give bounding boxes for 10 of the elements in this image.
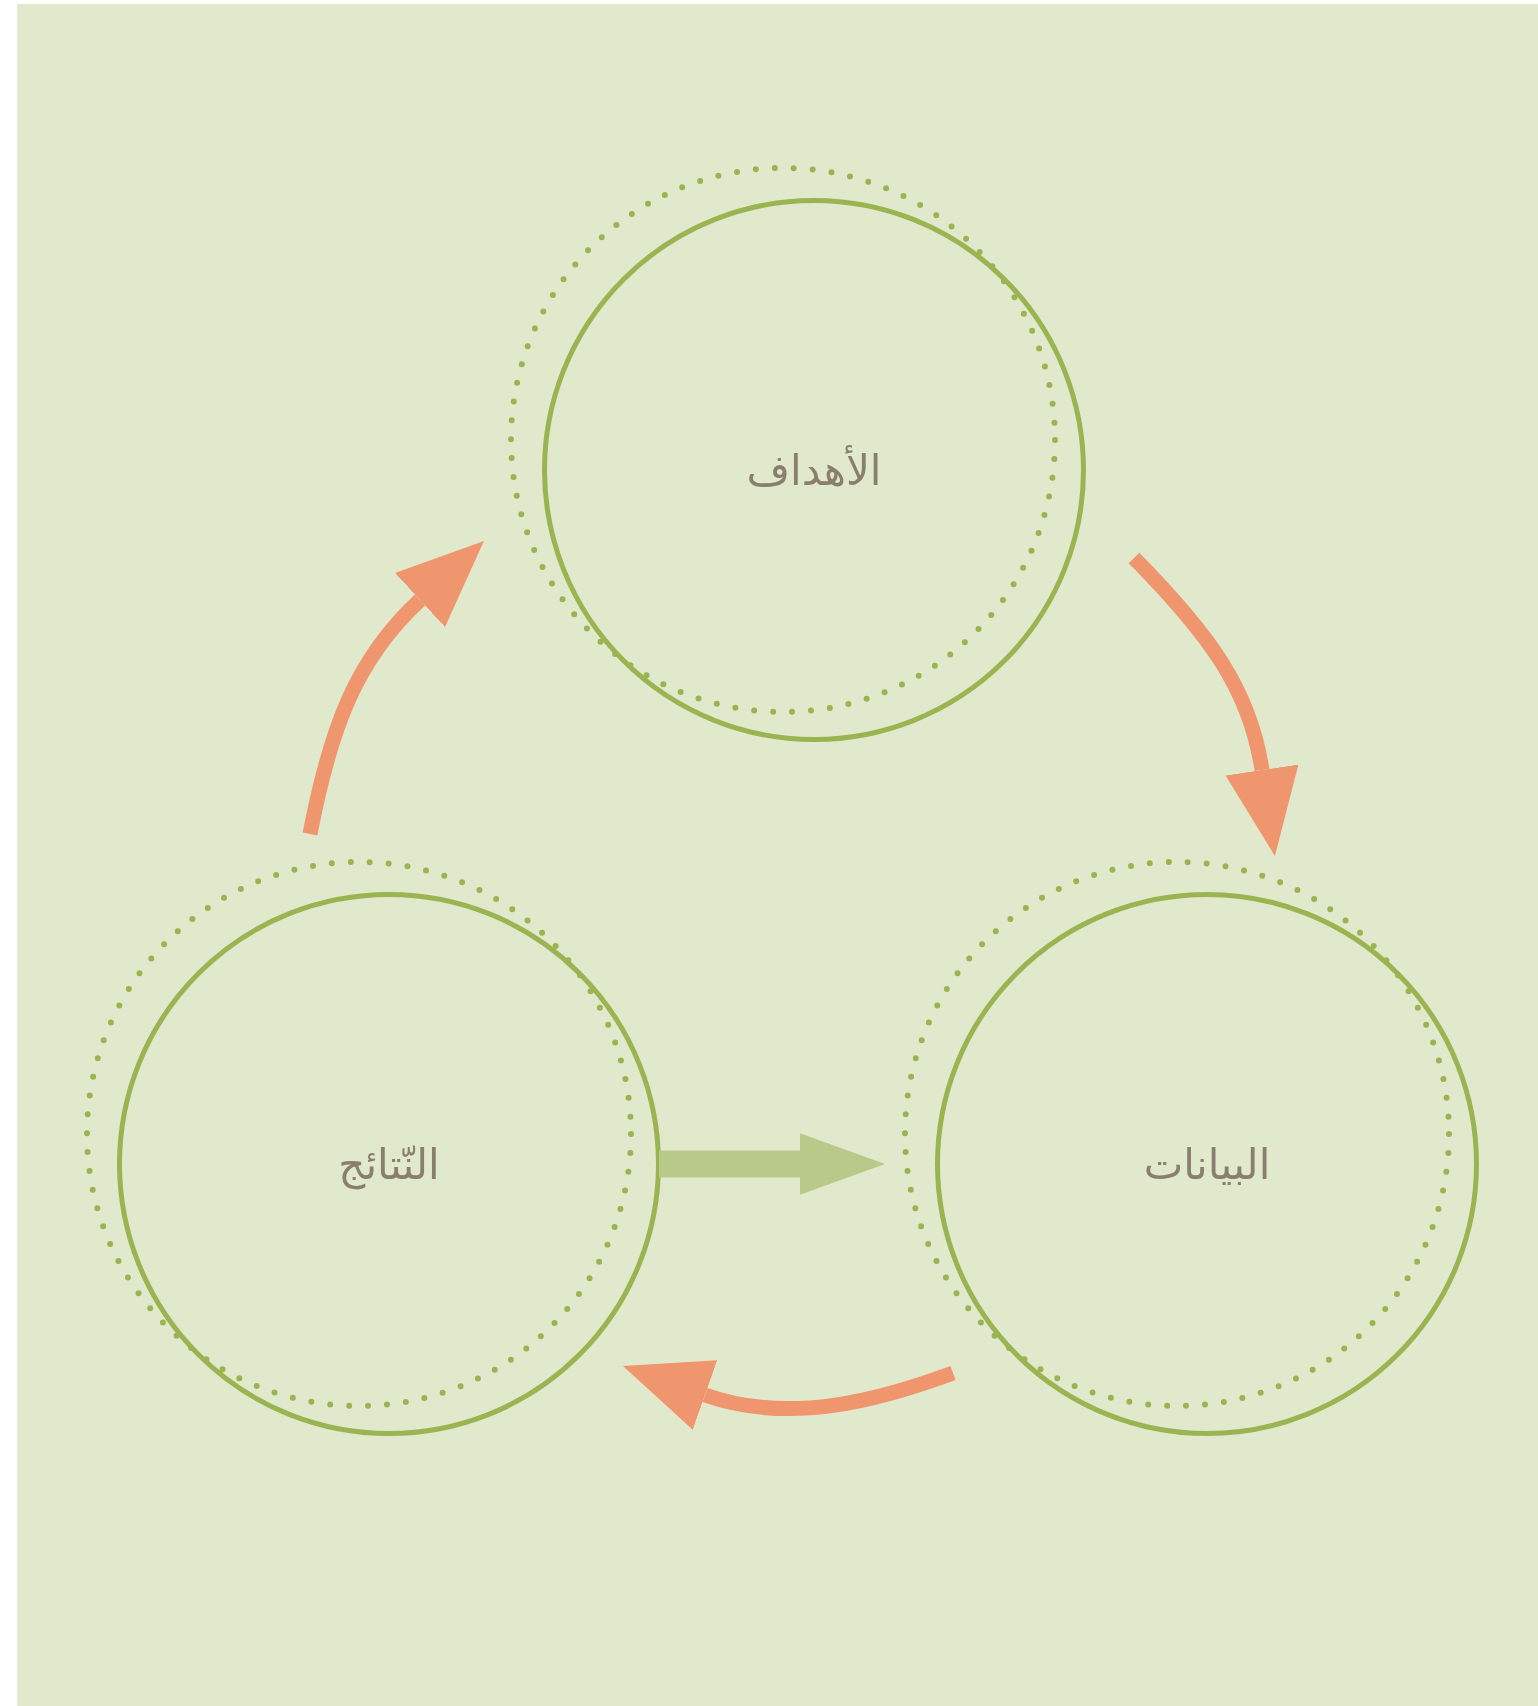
circle-node (935, 892, 1479, 1436)
arrow (1128, 552, 1299, 856)
arrow (659, 1133, 885, 1195)
arrow (621, 1359, 956, 1431)
node-label: البيانات (1143, 1139, 1271, 1189)
node-label: الأهداف (746, 445, 882, 495)
circle-node (117, 892, 661, 1436)
node-label: النّتائج (338, 1139, 440, 1189)
circle-node (542, 198, 1086, 742)
arrow (302, 538, 482, 836)
